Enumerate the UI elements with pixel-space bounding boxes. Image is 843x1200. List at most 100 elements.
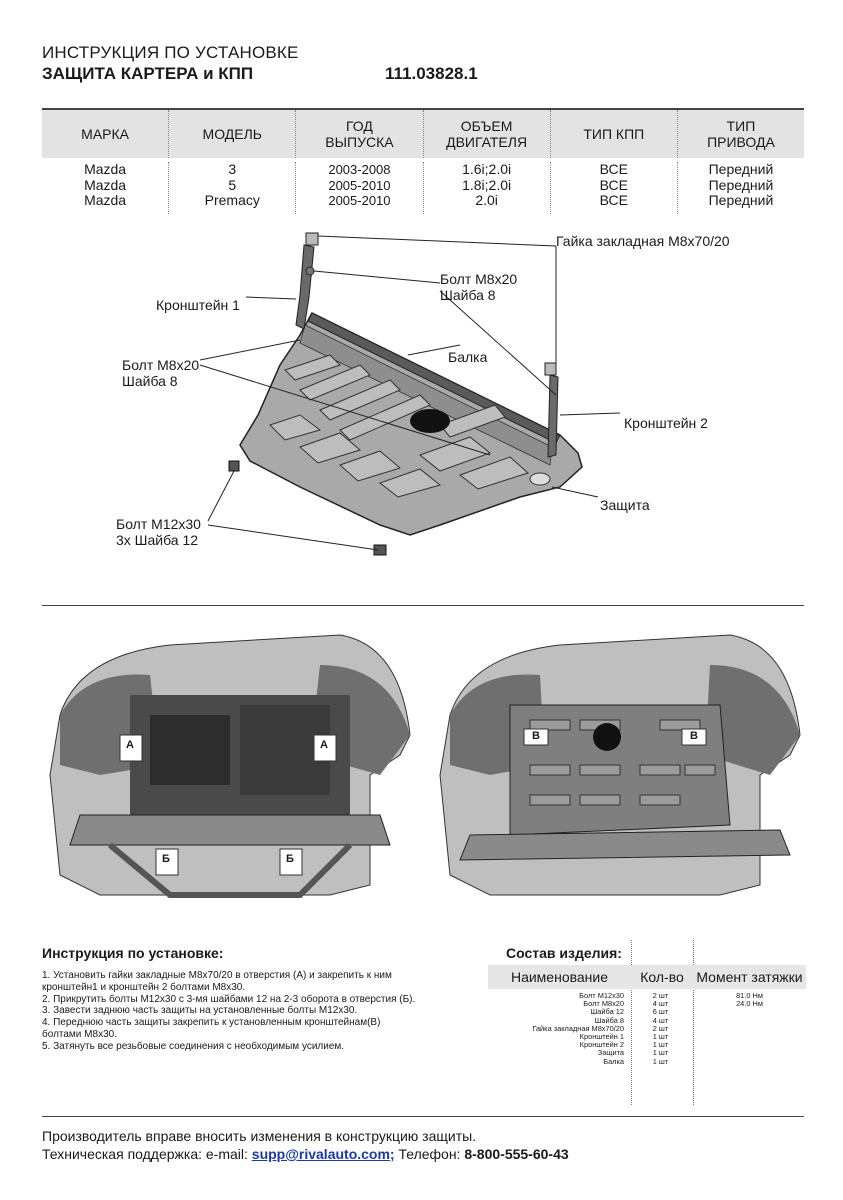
mark-v-left-label: В bbox=[532, 730, 540, 742]
photos-svg bbox=[49, 634, 801, 898]
table-cell: Шайба 8 bbox=[594, 1015, 624, 1025]
mark-b-left-label: Б bbox=[162, 853, 170, 865]
table-cell: 1 шт bbox=[652, 1048, 669, 1058]
mark-a-left bbox=[119, 734, 143, 762]
table-cell: 81.0 Нм bbox=[736, 991, 763, 1000]
part-number: 111.03828.1 bbox=[385, 64, 478, 83]
table-cell: Шайба 12 bbox=[590, 1007, 624, 1017]
table-cell: 2 шт bbox=[652, 1023, 669, 1033]
label-bracket-2: Кронштейн 2 bbox=[624, 415, 708, 431]
table-cell: ВСЕ bbox=[599, 161, 628, 177]
table-cell: Болт М12х30 bbox=[579, 991, 624, 1000]
table-cell: Кронштейн 2 bbox=[579, 1040, 624, 1050]
label-nut: Гайка закладная М8х70/20 bbox=[556, 233, 730, 249]
table-cell: Кронштейн 1 bbox=[579, 1032, 624, 1042]
mark-v-right bbox=[681, 728, 707, 746]
table-cell: 1.6i;2.0i bbox=[462, 161, 512, 177]
label-bolt-m8-top-2: Шайба 8 bbox=[440, 287, 496, 303]
list-item: кронштейн1 и кронштейн 2 болтами М8х30. bbox=[42, 981, 246, 993]
instructions-title: Инструкция по установке: bbox=[42, 945, 224, 961]
table-cell: ВСЕ bbox=[599, 192, 628, 208]
col-drive: Передний Передний Передний bbox=[678, 161, 804, 214]
mark-v-right-label: В bbox=[690, 730, 698, 742]
table-cell: Передний bbox=[708, 161, 774, 177]
col-gearbox: ВСЕ ВСЕ ВСЕ bbox=[551, 161, 678, 214]
table-cell: Гайка закладная М8х70/20 bbox=[532, 1023, 624, 1033]
table-cell: 2.0i bbox=[475, 192, 498, 208]
col-year: 2003-2008 2005-2010 2005-2010 bbox=[296, 162, 424, 214]
table-cell: Передний bbox=[708, 176, 774, 193]
col-marka: Mazda Mazda Mazda bbox=[42, 161, 170, 214]
col-engine: 1.6i;2.0i 1.8i;2.0i 2.0i bbox=[424, 161, 551, 214]
photo-before bbox=[49, 634, 411, 898]
table-cell: 1 шт bbox=[652, 1032, 669, 1042]
support-label: Техническая поддержка: e-mail: bbox=[42, 1146, 252, 1162]
mark-b-right bbox=[279, 848, 303, 876]
header-model: МОДЕЛЬ bbox=[169, 110, 297, 158]
header-name: Наименование bbox=[510, 969, 609, 985]
skid-plate-drawing bbox=[228, 232, 583, 556]
header-torque: Момент затяжки bbox=[696, 969, 803, 985]
table-cell: 2005-2010 bbox=[328, 177, 391, 193]
col-qty: 2 шт 4 шт 6 шт 4 шт 2 шт 1 шт 1 шт 1 шт … bbox=[628, 991, 693, 1102]
header-gearbox: ТИП КПП bbox=[551, 110, 678, 158]
header-qty: Кол-во bbox=[640, 969, 684, 985]
table-top-rule bbox=[42, 108, 804, 110]
composition-title: Состав изделия: bbox=[506, 945, 622, 961]
col-torque: 81.0 Нм 24.0 Нм bbox=[693, 991, 806, 1102]
support-email-link[interactable]: supp@rivalauto.com; bbox=[251, 1146, 395, 1162]
table-cell: 3 bbox=[228, 161, 237, 177]
spec-table-body: Mazda Mazda Mazda 3 5 Premacy 2003-2008 … bbox=[42, 161, 804, 214]
guard-diagram-svg bbox=[199, 232, 621, 556]
phone-label: Телефон: bbox=[394, 1146, 465, 1162]
composition-body: Болт М12х30 Болт М8х20 Шайба 12 Шайба 8 … bbox=[488, 991, 806, 1102]
table-cell: Передний bbox=[708, 192, 774, 208]
footer-rule bbox=[42, 1116, 804, 1117]
support-phone[interactable]: 8-800-555-60-43 bbox=[464, 1146, 569, 1162]
section-divider bbox=[42, 605, 804, 606]
instructions-list: 1. Установить гайки закладные М8х70/20 в… bbox=[42, 970, 482, 1053]
mark-a-left-label: А bbox=[126, 739, 134, 751]
list-item: 4. Переднюю часть защиты закрепить к уст… bbox=[42, 1017, 381, 1029]
col-names: Болт М12х30 Болт М8х20 Шайба 12 Шайба 8 … bbox=[488, 991, 628, 1102]
table-cell: 1 шт bbox=[652, 1040, 669, 1050]
mark-a-right-label: А bbox=[320, 739, 328, 751]
leader-lines bbox=[199, 235, 621, 551]
table-cell: 6 шт bbox=[652, 1007, 669, 1017]
header-marka: МАРКА bbox=[42, 110, 170, 158]
table-cell: Балка bbox=[603, 1056, 624, 1066]
doc-title-line1: ИНСТРУКЦИЯ ПО УСТАНОВКЕ bbox=[42, 43, 299, 62]
photo-after bbox=[439, 634, 801, 896]
table-cell: 2 шт bbox=[652, 991, 669, 1000]
table-cell: 2005-2010 bbox=[328, 193, 391, 208]
mark-b-right-label: Б bbox=[286, 853, 294, 865]
label-bolt-m12-1: Болт М12х30 bbox=[116, 516, 201, 532]
label-bolt-m8-left-1: Болт М8х20 bbox=[122, 357, 200, 373]
table-cell: 2003-2008 bbox=[328, 162, 391, 177]
col-model: 3 5 Premacy bbox=[169, 161, 297, 214]
table-cell: Premacy bbox=[204, 192, 260, 208]
list-item: 3. Завести заднюю часть защиты на устано… bbox=[42, 1005, 358, 1017]
column-divider bbox=[631, 940, 632, 1105]
installation-photos: А А Б Б В В bbox=[40, 625, 810, 925]
label-bolt-m12-2: 3х Шайба 12 bbox=[116, 532, 199, 548]
table-cell: 1.8i;2.0i bbox=[462, 176, 512, 193]
table-cell: Болт М8х20 bbox=[583, 999, 624, 1009]
table-cell: ВСЕ bbox=[599, 176, 628, 193]
table-cell: 4 шт bbox=[652, 1015, 669, 1025]
table-cell: Защита bbox=[597, 1048, 624, 1058]
column-divider bbox=[693, 940, 694, 1105]
footer-support: Техническая поддержка: e-mail: supp@riva… bbox=[42, 1146, 569, 1162]
table-cell: 4 шт bbox=[652, 999, 669, 1009]
mark-v-left bbox=[523, 728, 549, 746]
table-cell: 5 bbox=[228, 176, 237, 193]
list-item: 5. Затянуть все резьбовые соединения с н… bbox=[42, 1040, 345, 1052]
mark-a-right bbox=[313, 734, 337, 762]
list-item: 1. Установить гайки закладные М8х70/20 в… bbox=[42, 970, 392, 981]
mark-b-left bbox=[155, 848, 179, 876]
label-beam: Балка bbox=[448, 349, 488, 365]
table-cell: Mazda bbox=[84, 176, 127, 193]
